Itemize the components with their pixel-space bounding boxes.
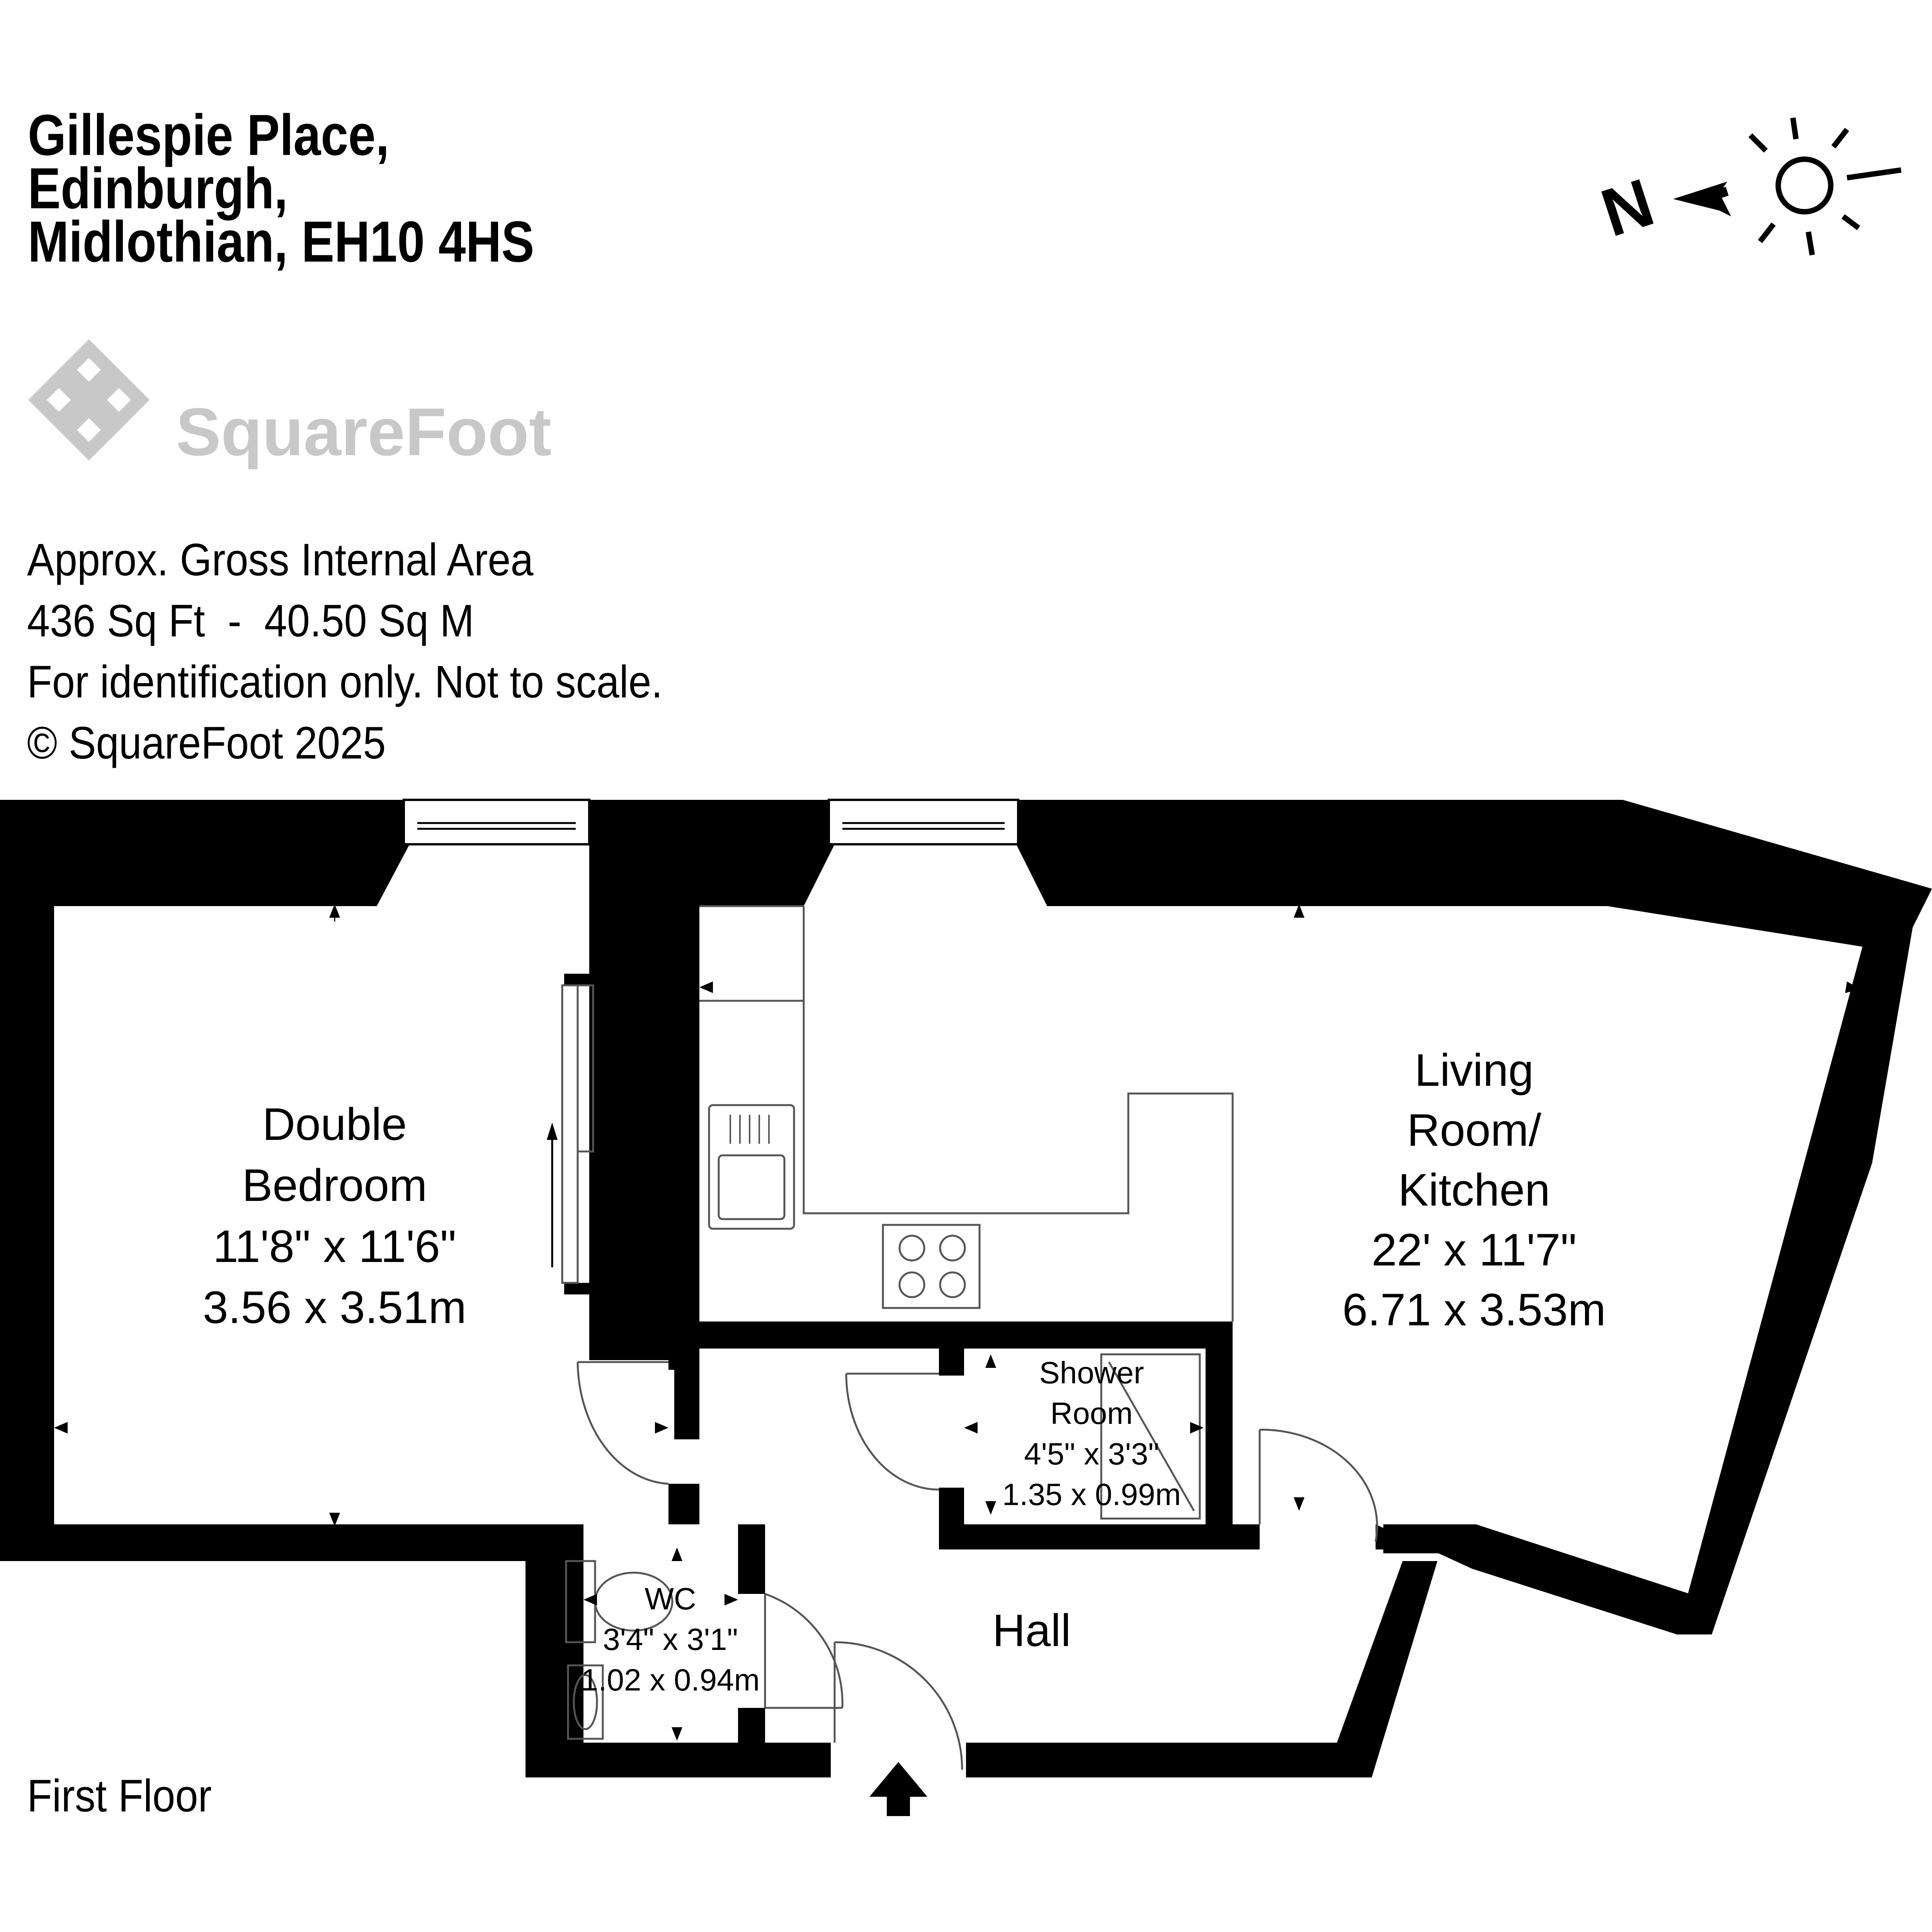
address-line-2: Edinburgh, — [28, 156, 288, 221]
room-wc: WC 3'4" x 3'1" 1.02 x 0.94m — [581, 1582, 760, 1697]
shower-name-1: Shower — [1039, 1355, 1144, 1390]
room-labels: Double Bedroom 11'8" x 11'6" 3.56 x 3.51… — [203, 1045, 1606, 1697]
bedroom-imperial: 11'8" x 11'6" — [213, 1221, 456, 1272]
living-name-1: Living — [1415, 1045, 1534, 1096]
living-name-3: Kitchen — [1398, 1165, 1550, 1216]
sink-icon — [708, 1104, 795, 1230]
address-line-1: Gillespie Place, — [28, 102, 389, 167]
wc-metric: 1.02 x 0.94m — [581, 1663, 760, 1697]
room-shower: Shower Room 4'5" x 3'3" 1.35 x 0.99m — [1002, 1355, 1181, 1512]
dimension-markers — [54, 904, 1861, 1741]
disclaimer: For identification only. Not to scale. — [27, 656, 663, 707]
brand-name: SquareFoot — [176, 395, 551, 470]
room-hall: Hall — [992, 1605, 1071, 1656]
walls — [0, 800, 1932, 1777]
wc-name: WC — [645, 1582, 696, 1616]
address-line-3: Midlothian, EH10 4HS — [28, 209, 534, 274]
area-value: 436 Sq Ft - 40.50 Sq M — [27, 595, 474, 646]
compass-icon: N — [1593, 117, 1901, 256]
shower-metric: 1.35 x 0.99m — [1002, 1477, 1181, 1512]
shower-name-2: Room — [1050, 1396, 1133, 1430]
area-info-block: Approx. Gross Internal Area 436 Sq Ft - … — [27, 529, 663, 774]
basin-icon — [567, 1664, 604, 1740]
living-metric: 6.71 x 3.53m — [1342, 1284, 1606, 1335]
living-imperial: 22' x 11'7" — [1372, 1225, 1577, 1276]
entrance-arrow-icon — [869, 1762, 927, 1816]
bedroom-name-1: Double — [262, 1099, 407, 1150]
wc-imperial: 3'4" x 3'1" — [603, 1622, 738, 1656]
hall-name: Hall — [992, 1605, 1071, 1656]
wardrobe — [561, 984, 594, 1284]
bedroom-metric: 3.56 x 3.51m — [203, 1282, 466, 1333]
kitchen-units — [699, 905, 1234, 1321]
hob-icon — [882, 1224, 981, 1309]
room-double-bedroom: Double Bedroom 11'8" x 11'6" 3.56 x 3.51… — [203, 1099, 466, 1333]
shower-imperial: 4'5" x 3'3" — [1024, 1437, 1159, 1471]
bedroom-name-2: Bedroom — [242, 1160, 427, 1211]
squarefoot-logo-icon: SquareFoot — [28, 339, 551, 470]
living-name-2: Room/ — [1407, 1105, 1541, 1156]
doors — [577, 1361, 1378, 1770]
north-label: N — [1593, 165, 1662, 252]
room-living-kitchen: Living Room/ Kitchen 22' x 11'7" 6.71 x … — [1342, 1045, 1606, 1335]
floor-label: First Floor — [27, 1770, 212, 1821]
address-block: Gillespie Place, Edinburgh, Midlothian, … — [28, 102, 534, 274]
area-title: Approx. Gross Internal Area — [27, 534, 534, 585]
copyright: © SquareFoot 2025 — [27, 718, 386, 769]
shower-tray-icon — [1100, 1353, 1201, 1520]
wardrobe-arrows — [547, 993, 610, 1267]
